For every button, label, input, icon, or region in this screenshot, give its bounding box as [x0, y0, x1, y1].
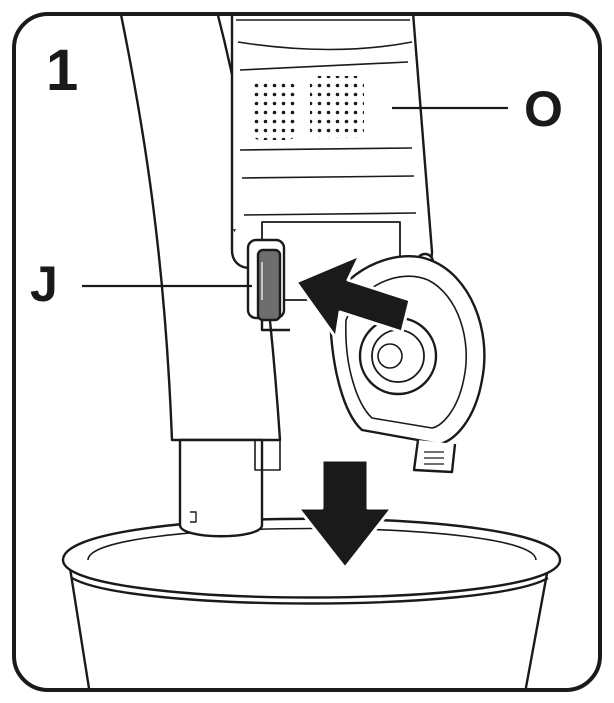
latch-micro-label: ▼ [232, 228, 237, 234]
vent-grille-left [252, 82, 296, 140]
vent-grille-right [310, 76, 364, 138]
step-number: 1 [46, 38, 79, 103]
push-arrow-icon [294, 253, 412, 340]
bin-lid [328, 255, 486, 474]
down-arrow-icon [296, 458, 394, 570]
vacuum-handle [116, 14, 282, 538]
callout-label-j: J [30, 256, 58, 312]
release-latch: ▼ [232, 228, 286, 322]
callout-label-o: O [524, 81, 563, 137]
panel-border [12, 12, 602, 692]
dust-bin [230, 14, 435, 332]
trash-bin [61, 517, 562, 690]
